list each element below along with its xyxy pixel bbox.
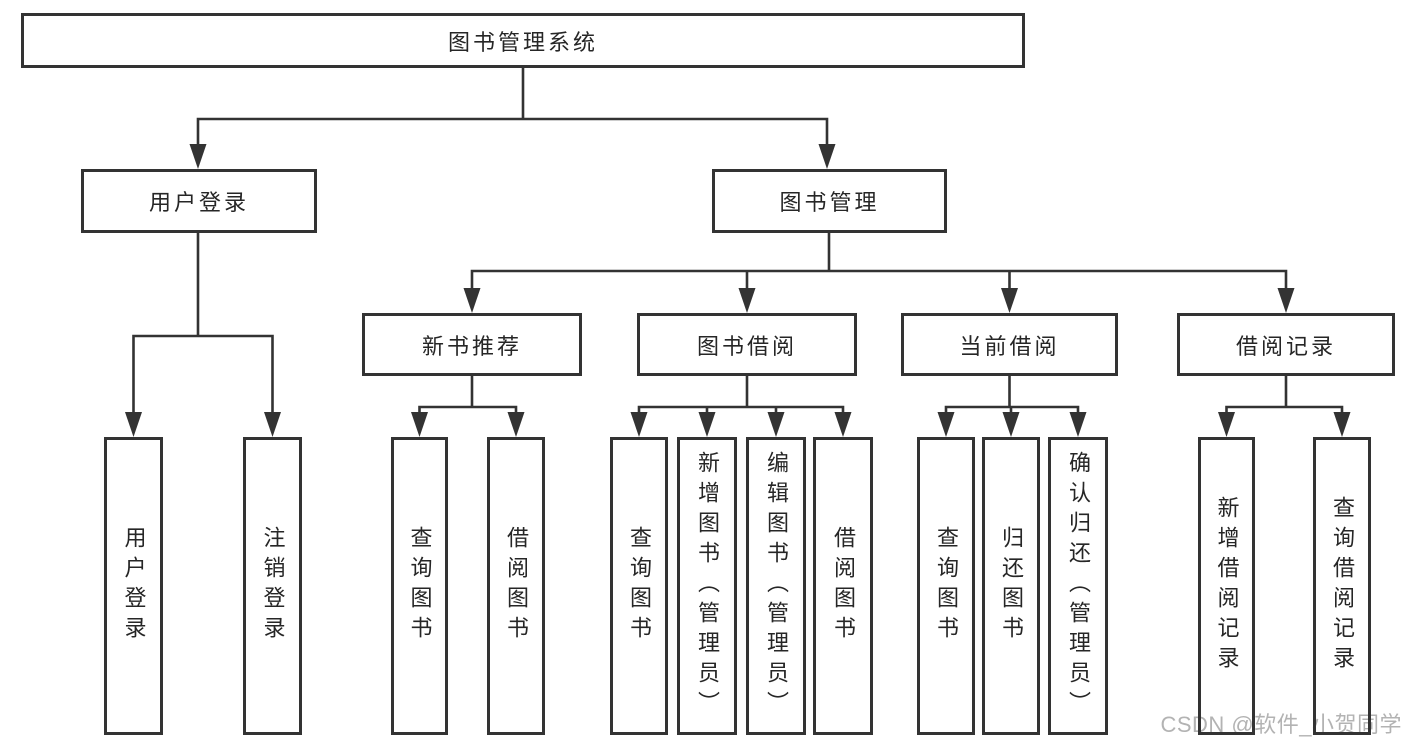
leaf-logout: 注销登录	[243, 437, 302, 735]
node-label: 新增借阅记录	[1214, 496, 1240, 676]
node-book-borrowing: 图书借阅	[637, 313, 857, 376]
leaf-return-books: 归还图书	[982, 437, 1040, 735]
leaf-edit-book-admin: 编辑图书（管理员）	[746, 437, 806, 735]
node-label: 编辑图书（管理员）	[764, 451, 789, 721]
leaf-confirm-return-admin: 确认归还（管理员）	[1048, 437, 1108, 735]
node-label: 确认归还（管理员）	[1066, 451, 1091, 721]
leaf-query-borrow-record: 查询借阅记录	[1313, 437, 1371, 735]
node-label: 借阅记录	[1235, 333, 1336, 359]
node-label: 用户登录	[121, 526, 147, 646]
node-label: 查询图书	[627, 526, 652, 646]
node-label: 借阅图书	[831, 526, 856, 646]
node-current-borrowing: 当前借阅	[901, 313, 1118, 376]
node-label: 用户登录	[148, 190, 249, 215]
node-library-management-system: 图书管理系统	[21, 13, 1025, 68]
leaf-query-books-current: 查询图书	[917, 437, 975, 735]
node-label: 查询图书	[934, 526, 959, 646]
node-borrowing-records: 借阅记录	[1177, 313, 1395, 376]
node-label: 归还图书	[999, 526, 1024, 646]
node-label: 查询图书	[407, 526, 433, 646]
node-label: 当前借阅	[959, 333, 1060, 359]
node-label: 图书管理	[779, 190, 880, 215]
leaf-add-borrow-record: 新增借阅记录	[1198, 437, 1255, 735]
node-label: 查询借阅记录	[1330, 496, 1355, 676]
leaf-query-books-borrowing: 查询图书	[610, 437, 668, 735]
node-label: 图书管理系统	[447, 29, 598, 55]
node-label: 新书推荐	[421, 333, 522, 359]
leaf-add-book-admin: 新增图书（管理员）	[677, 437, 737, 735]
node-label: 注销登录	[260, 526, 286, 646]
leaf-query-books-recommend: 查询图书	[391, 437, 448, 735]
node-book-management: 图书管理	[712, 169, 947, 233]
leaf-borrow-books-recommend: 借阅图书	[487, 437, 545, 735]
node-user-login: 用户登录	[81, 169, 317, 233]
node-label: 新增图书（管理员）	[695, 451, 720, 721]
node-label: 借阅图书	[504, 526, 529, 646]
node-new-book-recommendation: 新书推荐	[362, 313, 582, 376]
leaf-user-login: 用户登录	[104, 437, 163, 735]
leaf-borrow-books: 借阅图书	[813, 437, 873, 735]
node-label: 图书借阅	[696, 333, 797, 359]
